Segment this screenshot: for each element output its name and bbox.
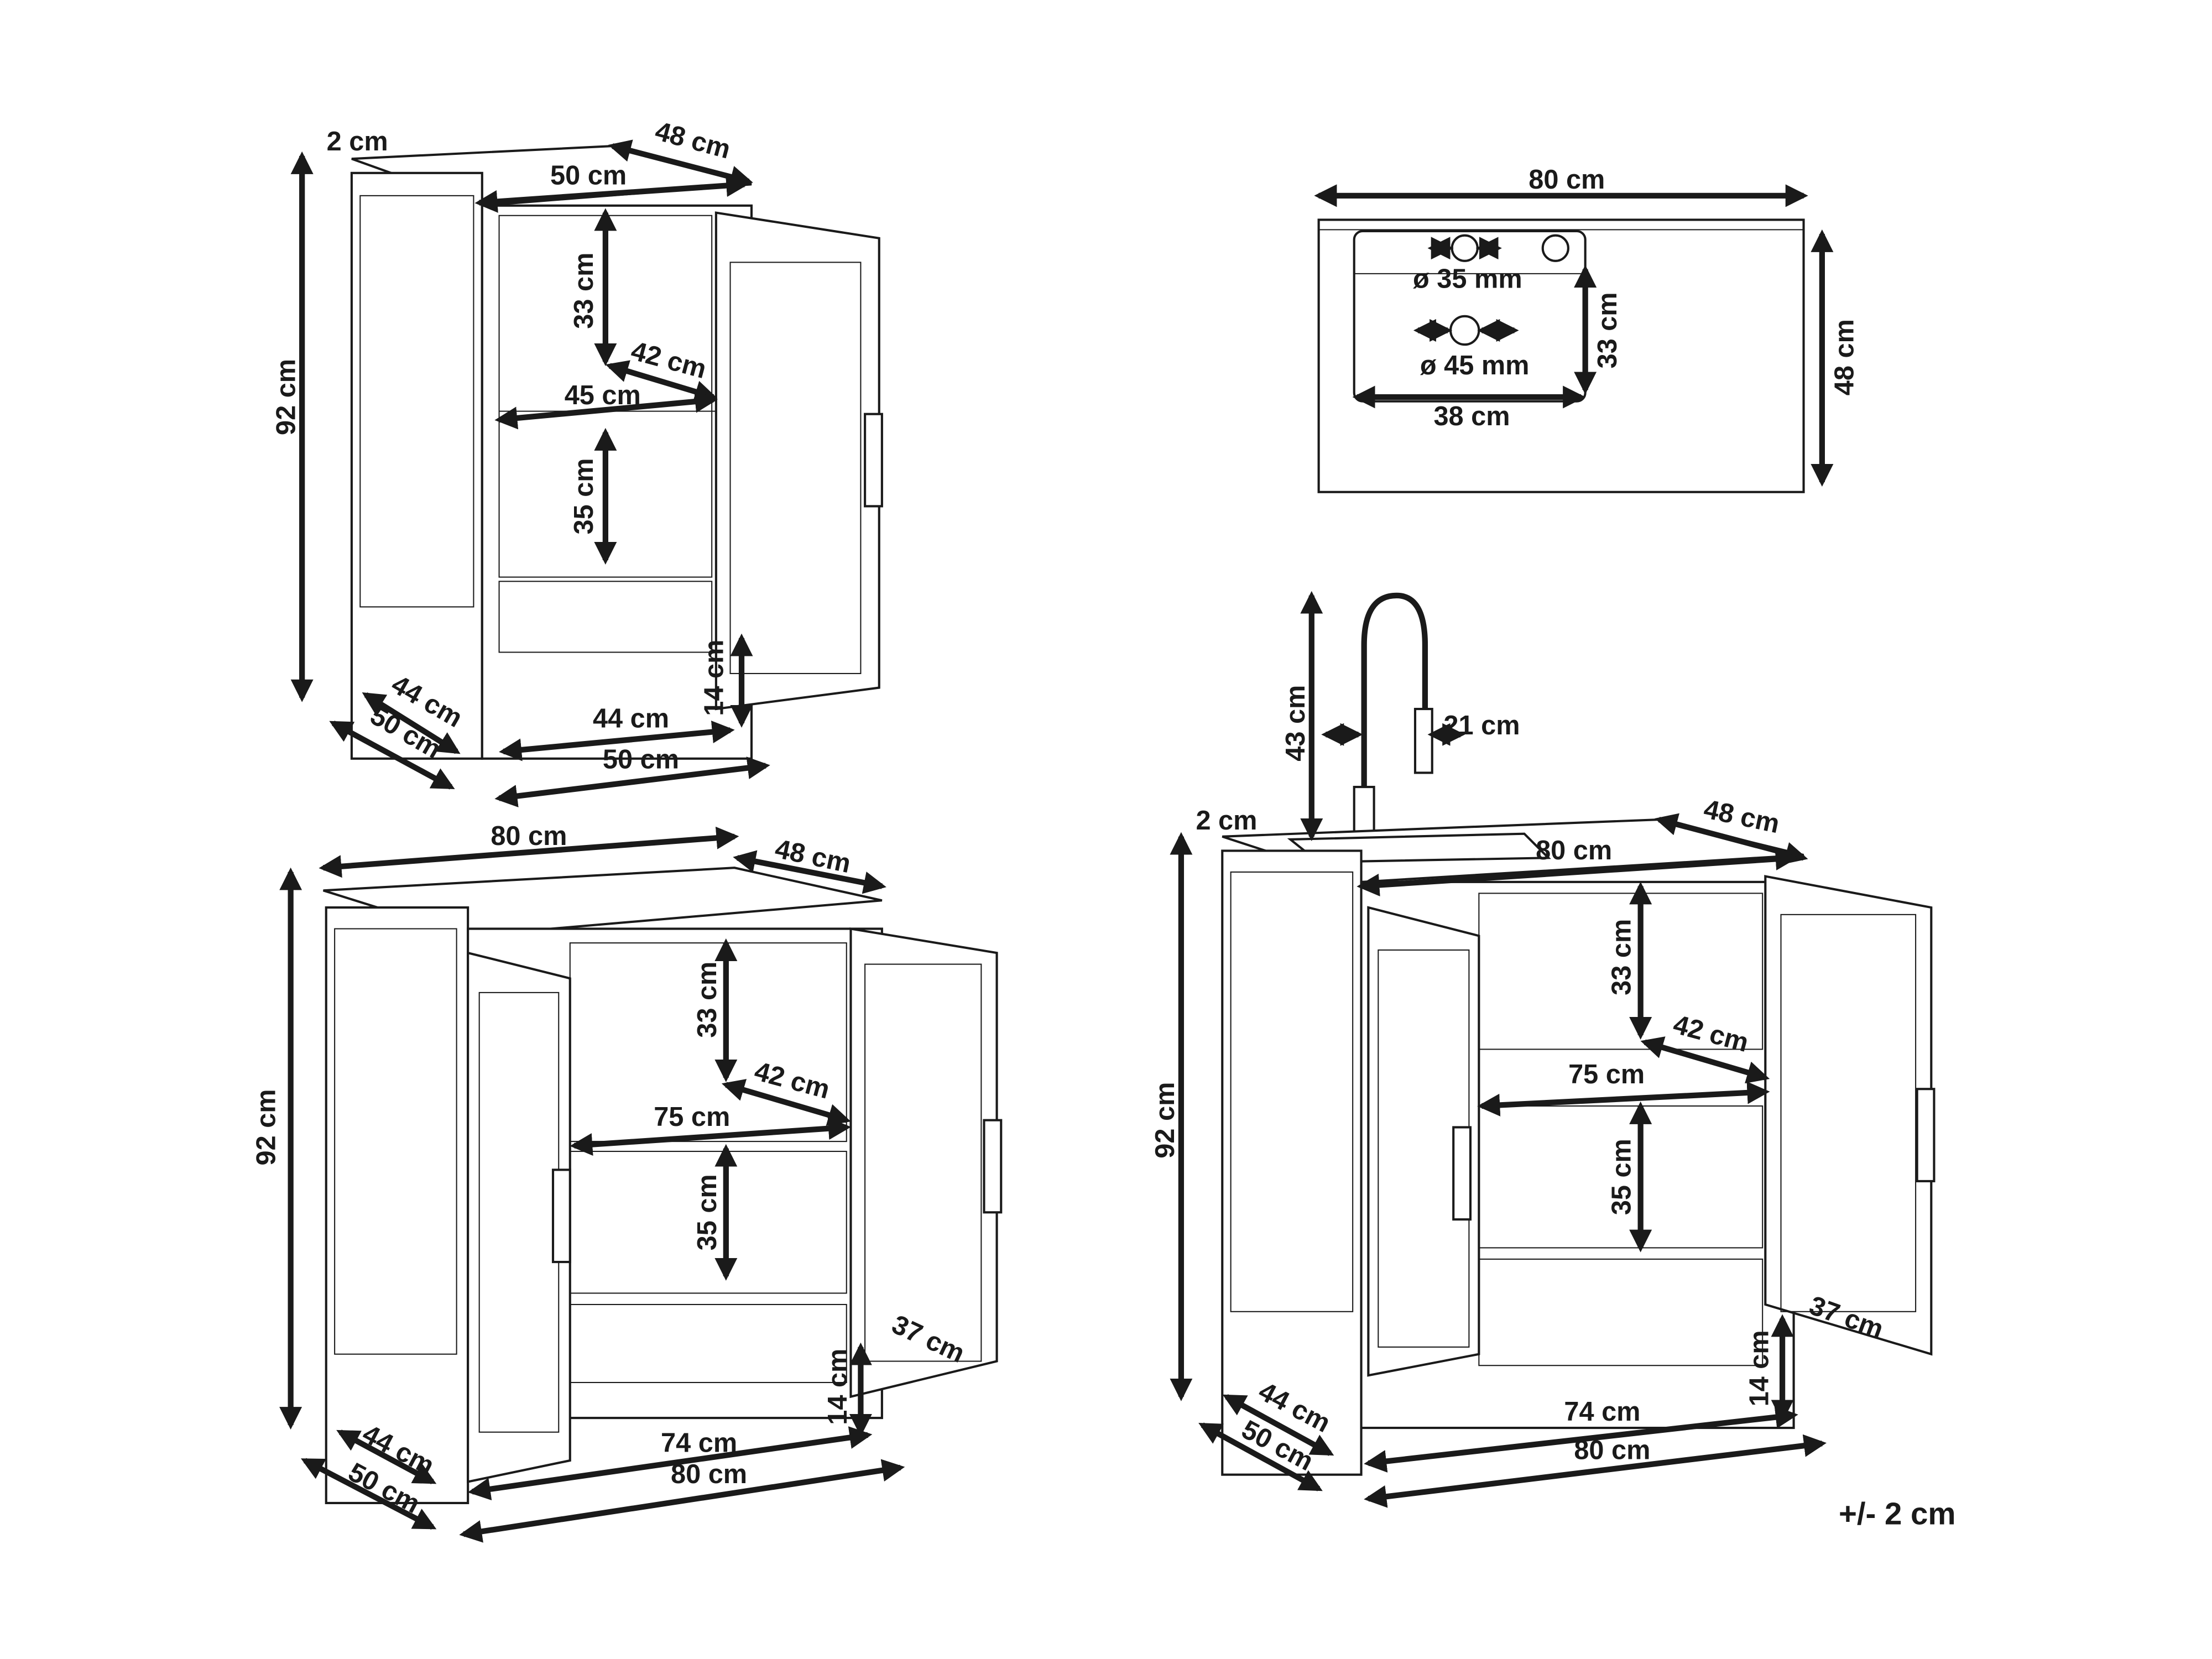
tolerance-note: +/- 2 cm <box>1839 1496 1956 1531</box>
sink-top-dimensions: 80 cm ø 35 mm ø 45 mm 33 cm 38 cm 48 cm <box>1314 165 1859 487</box>
height-label: 92 cm <box>271 359 301 435</box>
upper-shelf-height-label: 33 cm <box>1607 919 1637 995</box>
double-cabinet-drawing <box>323 867 1003 1504</box>
faucet-reach-label: 21 cm <box>1443 711 1520 740</box>
inner-width-label: 44 cm <box>593 703 669 733</box>
outer-width-label: 50 cm <box>603 745 679 775</box>
sink-top-view-drawing <box>1317 218 1805 493</box>
sink-depth-label: 48 cm <box>1829 319 1859 395</box>
faucet-hole-secondary <box>1541 234 1569 262</box>
basin-width-label: 38 cm <box>1433 401 1510 431</box>
height-label: 92 cm <box>251 1089 281 1165</box>
hole-small-label: ø 35 mm <box>1413 264 1522 294</box>
sink-cabinet-drawing <box>1221 592 1936 1476</box>
lower-shelf-height-label: 35 cm <box>1607 1139 1637 1215</box>
top-lip-label: 2 cm <box>327 127 388 156</box>
sink-width-label: 80 cm <box>1528 165 1605 195</box>
shelf-width-label: 45 cm <box>565 380 641 410</box>
hole-large-label: ø 45 mm <box>1420 351 1530 380</box>
faucet-hole-small <box>1451 234 1479 262</box>
top-lip-label: 2 cm <box>1196 806 1257 836</box>
faucet-height-label: 43 cm <box>1281 685 1311 761</box>
small-cabinet-drawing <box>350 145 883 760</box>
top-width-label: 80 cm <box>1536 836 1612 865</box>
faucet <box>1361 592 1428 837</box>
top-width-label: 80 cm <box>491 821 567 851</box>
leg-height-label: 14 cm <box>823 1349 853 1425</box>
leg-height-label: 14 cm <box>1744 1330 1774 1406</box>
upper-shelf-height-label: 33 cm <box>569 253 599 329</box>
lower-shelf-height-label: 35 cm <box>692 1174 722 1250</box>
double-cabinet-dimensions: 80 cm 48 cm 92 cm 33 cm 42 cm 75 cm 35 c… <box>251 821 969 1543</box>
shelf-width-label: 75 cm <box>654 1102 730 1132</box>
outer-width-label: 80 cm <box>1574 1435 1650 1465</box>
inner-width-label: 74 cm <box>1564 1397 1640 1427</box>
inner-width-label: 74 cm <box>661 1428 737 1458</box>
lower-shelf-height-label: 35 cm <box>569 458 599 534</box>
top-width-label: 50 cm <box>550 160 627 190</box>
upper-shelf-height-label: 33 cm <box>692 962 722 1038</box>
height-label: 92 cm <box>1150 1082 1180 1159</box>
leg-height-label: 14 cm <box>700 640 729 716</box>
drain-hole <box>1449 315 1480 346</box>
basin-depth-label: 33 cm <box>1593 292 1623 368</box>
outer-width-label: 80 cm <box>671 1459 747 1489</box>
shelf-width-label: 75 cm <box>1568 1060 1645 1089</box>
sink-cabinet-dimensions: 43 cm 21 cm 2 cm 48 cm 80 cm 92 cm 33 cm… <box>1150 591 1887 1508</box>
